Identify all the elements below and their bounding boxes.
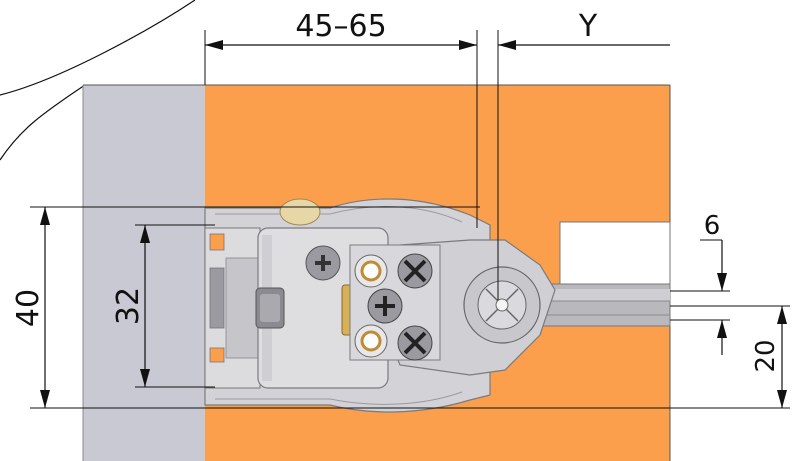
plate-screw-middle-icon xyxy=(367,288,403,324)
wall-panel xyxy=(83,85,205,461)
door-swing-arc-lower xyxy=(0,84,86,161)
plate-screw-lower-icon xyxy=(397,325,433,361)
door-swing-arc xyxy=(0,0,196,96)
body-screw-icon xyxy=(305,245,341,281)
plate-hole-lower xyxy=(354,324,388,358)
plate-screw-upper-icon xyxy=(397,253,433,289)
plate-hole-upper xyxy=(354,254,388,288)
dimension-width-label: 45–65 xyxy=(295,9,386,44)
panel-cutout xyxy=(559,221,671,285)
pivot-axis-icon xyxy=(463,266,541,344)
dimension-outer-height-label: 40 xyxy=(11,289,46,327)
dimension-arm-height-label: 20 xyxy=(751,339,781,372)
dimension-small-gap-label: 6 xyxy=(704,211,721,241)
dimension-offset-label: Y xyxy=(578,9,598,44)
brass-pin xyxy=(279,198,321,226)
dimension-inner-height-label: 32 xyxy=(111,287,146,325)
